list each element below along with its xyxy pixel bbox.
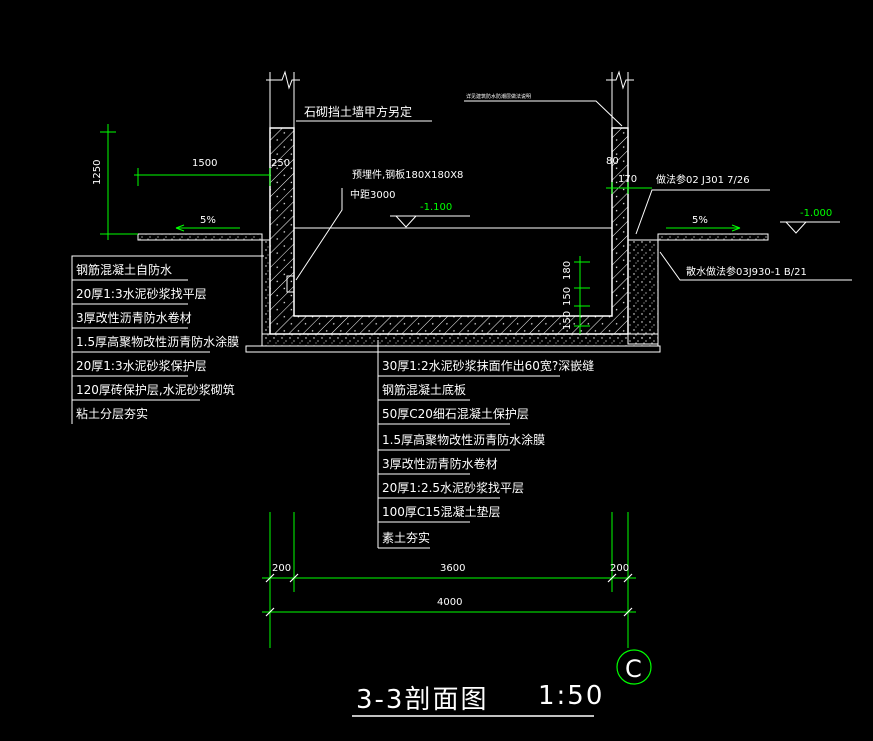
leader-right-ref-2: [659, 251, 852, 281]
right-ref-2: 散水做法参03J930-1 B/21: [686, 265, 807, 278]
slope-left: 5%: [200, 215, 216, 226]
floor-layer-4: 1.5厚高聚物改性沥青防水涂膜: [382, 432, 545, 447]
wall-layer-6: 120厚砖保护层,水泥砂浆砌筑: [76, 382, 235, 397]
paving-right: [657, 233, 769, 241]
elevation-inner-symbol: [390, 215, 470, 228]
small-note-top: 详见建筑防水防潮层做法说明: [466, 93, 531, 100]
leader-right-ref-1: [635, 189, 770, 235]
dim-floor-150a: 150: [562, 287, 573, 306]
dim-bottom-200-left: 200: [272, 563, 291, 574]
wall-break-left: [266, 70, 300, 128]
dim-floor-180: 180: [562, 261, 573, 280]
dim-left-height: 1250: [92, 160, 103, 185]
paving-left: [137, 233, 263, 241]
wall-break-right: [606, 70, 634, 128]
elevation-inner: -1.100: [420, 202, 452, 213]
floor-layer-7: 100厚C15混凝土垫层: [382, 504, 501, 519]
wall-layer-7: 粘土分层夯实: [76, 406, 148, 421]
protection-layer-left: [261, 239, 271, 335]
floor-layer-table: 30厚1:2水泥砂浆抹面作出60宽?深嵌缝 钢筋混凝土底板 50厚C20细石混凝…: [377, 340, 594, 549]
dim-left-horizontal: [134, 168, 271, 186]
wall-layer-3: 3厚改性沥青防水卷材: [76, 310, 192, 325]
bottom-dimensions: 200 3600 200 4000: [262, 512, 636, 648]
dim-bottom-3600: 3600: [440, 563, 465, 574]
wall-note-top: 石砌挡土墙甲方另定: [304, 104, 412, 119]
floor-layer-3: 50厚C20细石混凝土保护层: [382, 406, 529, 421]
slope-right: 5%: [692, 215, 708, 226]
floor-layer-2: 钢筋混凝土底板: [382, 382, 466, 397]
slope-left-arrow: [175, 224, 240, 232]
axis-label: C: [625, 655, 642, 683]
leader-small-note: [464, 100, 623, 127]
elevation-outer-right: -1.000: [800, 208, 832, 219]
embed-note: 预埋件,钢板180X180X8: [352, 168, 463, 181]
wall-layer-table: 钢筋混凝土自防水 20厚1:3水泥砂浆找平层 3厚改性沥青防水卷材 1.5厚高聚…: [71, 255, 264, 424]
drawing-title: 3-3剖面图: [356, 685, 488, 715]
dim-floor-150b: 150: [562, 311, 573, 330]
base-slab: [245, 345, 661, 353]
dim-wall-left: 250: [271, 158, 290, 169]
dim-left-width: 1500: [192, 158, 217, 169]
elevation-right-symbol: [780, 221, 840, 234]
wall-layer-5: 20厚1:3水泥砂浆保护层: [76, 358, 207, 373]
dim-wall-right: 80: [606, 156, 619, 167]
embed-spacing: 中距3000: [350, 188, 395, 201]
dim-floor-line: [574, 256, 590, 334]
dim-bottom-4000: 4000: [437, 597, 462, 608]
dim-right-gap-line: [606, 182, 652, 194]
leader-embed: [295, 188, 343, 281]
right-ref-1: 做法参02 J301 7/26: [656, 173, 750, 186]
wall-layer-2: 20厚1:3水泥砂浆找平层: [76, 286, 207, 301]
embed-plate: [286, 275, 295, 293]
wall-layer-1: 钢筋混凝土自防水: [76, 262, 172, 277]
drawing-scale: 1:50: [538, 681, 604, 711]
dim-right-gap: 170: [618, 174, 637, 185]
floor-layer-8: 素土夯实: [382, 530, 430, 545]
floor-layer-5: 3厚改性沥青防水卷材: [382, 456, 498, 471]
floor-layer-6: 20厚1:2.5水泥砂浆找平层: [382, 480, 524, 495]
concrete-basin: [269, 127, 629, 335]
axis-circle: [616, 649, 652, 685]
floor-cushion: [261, 333, 659, 347]
floor-layer-1: 30厚1:2水泥砂浆抹面作出60宽?深嵌缝: [382, 358, 594, 373]
slope-right-arrow: [666, 224, 741, 232]
dim-bottom-200-right: 200: [610, 563, 629, 574]
wall-layer-4: 1.5厚高聚物改性沥青防水涂膜: [76, 334, 239, 349]
protection-layer-right: [627, 239, 659, 345]
